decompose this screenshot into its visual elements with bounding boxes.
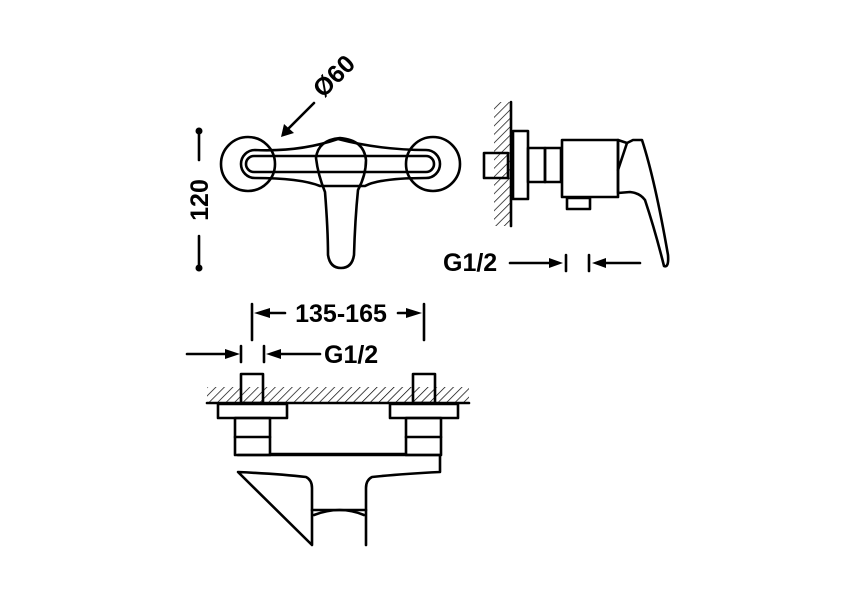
spacing-label: 135-165 (295, 300, 387, 328)
arrowhead (281, 124, 294, 137)
side-thread-label: G1/2 (443, 249, 497, 277)
front-view: 120 Ø60 (186, 50, 462, 272)
arrowhead (592, 258, 606, 268)
height-label: 120 (186, 179, 214, 221)
wall-hatch (207, 387, 469, 402)
left-flange (216, 402, 289, 420)
arrowhead (406, 308, 422, 318)
top-thread-label: G1/2 (324, 341, 378, 369)
right-escutcheon (404, 135, 462, 193)
arrowhead (266, 349, 281, 359)
nut (526, 146, 547, 184)
left-escutcheon (219, 135, 277, 193)
arrowhead (254, 308, 270, 318)
body-inner (244, 154, 436, 174)
arrowhead (225, 349, 240, 359)
right-flange (388, 402, 460, 420)
nut (543, 146, 563, 184)
side-lever (616, 138, 670, 268)
diameter-leader (284, 101, 316, 133)
diameter-label: Ø60 (308, 50, 361, 103)
lever-handle (314, 136, 368, 270)
top-view: 135-165 G1/2 (185, 300, 471, 547)
top-body (236, 453, 442, 547)
side-body (560, 138, 620, 199)
outlet (565, 196, 592, 211)
side-view: G1/2 (443, 100, 670, 277)
arrowhead (549, 258, 563, 268)
outlet-curve (312, 508, 366, 517)
inlet-pipe (482, 151, 510, 180)
lever-edge (616, 141, 629, 172)
wall-hatch (494, 102, 511, 226)
flange (511, 129, 530, 201)
mixer-body (239, 137, 442, 188)
